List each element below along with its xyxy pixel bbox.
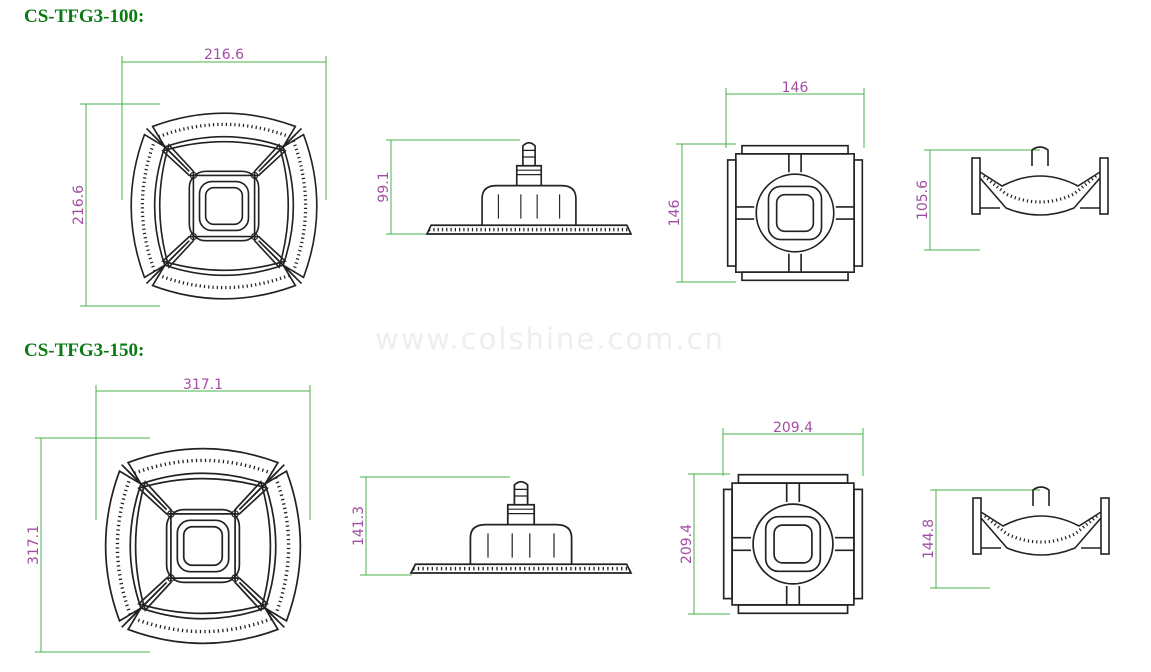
dim-height-folded-150: 144.8	[921, 519, 937, 559]
watermark: www.colshine.com.cn	[375, 322, 725, 356]
top-view-150: 209.4 209.4	[679, 420, 864, 615]
model-title-150: CS-TFG3-150:	[24, 340, 145, 361]
side-view-150: 141.3	[351, 476, 633, 576]
dim-height-top-150: 209.4	[679, 524, 695, 564]
front-view-150: 317.1 317.1	[26, 377, 311, 653]
dim-width-top-150: 209.4	[773, 420, 813, 436]
dim-height-folded-100: 105.6	[915, 180, 931, 220]
front-view-100: 216.6 216.6	[71, 47, 327, 307]
dim-height-side-150: 141.3	[351, 506, 367, 546]
dim-width-front-100: 216.6	[204, 47, 244, 63]
dim-height-top-100: 146	[667, 200, 683, 227]
dim-width-top-100: 146	[782, 80, 809, 96]
folded-view-150: 144.8	[921, 485, 1111, 589]
dim-height-front-150: 317.1	[26, 525, 42, 565]
side-view-100: 99.1	[376, 139, 633, 236]
folded-view-100: 105.6	[915, 145, 1110, 251]
dim-height-side-100: 99.1	[376, 171, 392, 202]
model-title-100: CS-TFG3-100:	[24, 6, 145, 27]
top-view-100: 146 146	[667, 80, 865, 283]
dim-width-front-150: 317.1	[183, 377, 223, 393]
dim-height-front-100: 216.6	[71, 185, 87, 225]
